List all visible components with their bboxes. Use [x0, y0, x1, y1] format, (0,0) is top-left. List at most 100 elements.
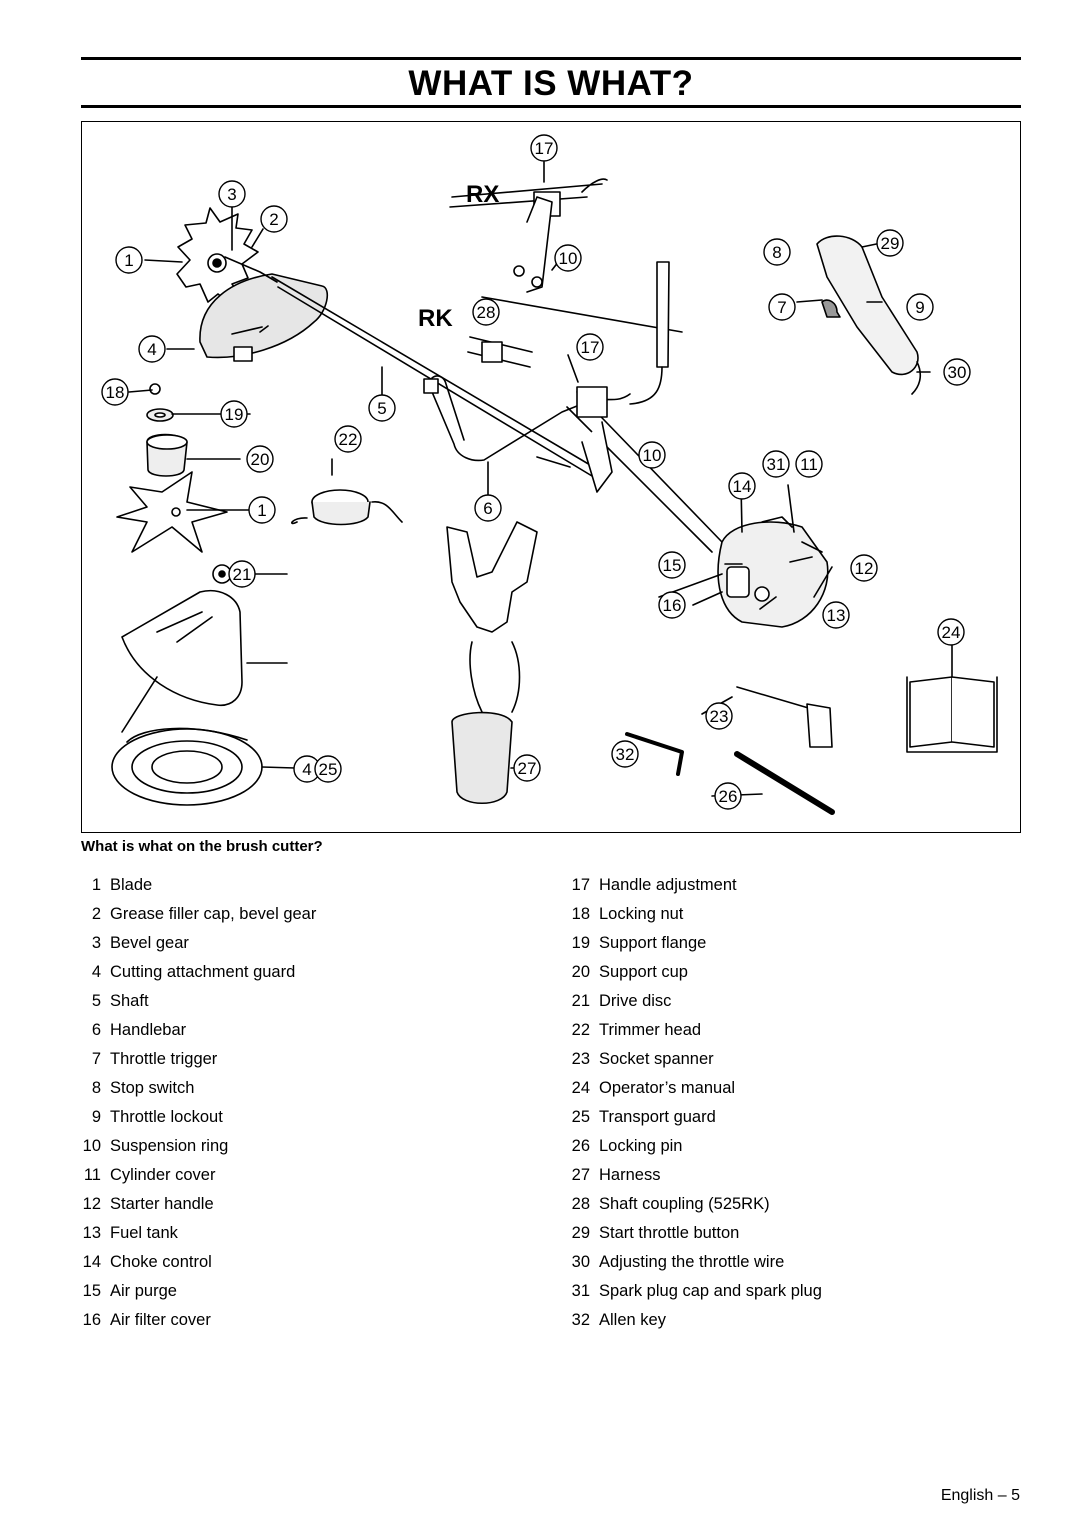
callout-circle	[228, 560, 256, 588]
callout-number: 1	[124, 251, 133, 270]
callout-6: 6	[474, 494, 502, 522]
parts-list-item: 13 Fuel tank	[81, 1223, 316, 1252]
callout-circle	[611, 740, 639, 768]
callout-number: 28	[477, 303, 496, 322]
part-number: 3	[91, 934, 101, 952]
callout-circle	[474, 494, 502, 522]
callout-14: 14	[728, 472, 756, 500]
callout-27: 27	[513, 754, 541, 782]
part-label: Trimmer head	[599, 1021, 702, 1039]
title-underline	[81, 105, 1021, 108]
part-label: Socket spanner	[599, 1050, 714, 1068]
parts-list-item: 23 Socket spanner	[563, 1049, 822, 1078]
callout-25: 25	[314, 755, 342, 783]
callout-circle	[576, 333, 604, 361]
callout-32: 32	[611, 740, 639, 768]
callout-number: 30	[948, 363, 967, 382]
part-number: 22	[571, 1021, 590, 1039]
callout-circle	[248, 496, 276, 524]
part-label: Suspension ring	[110, 1137, 229, 1155]
part-label: Cutting attachment guard	[110, 963, 296, 981]
callout-7: 7	[768, 293, 796, 321]
part-number: 7	[91, 1050, 101, 1068]
part-number: 30	[571, 1253, 590, 1271]
part-label: Air filter cover	[110, 1311, 211, 1329]
callout-number: 19	[225, 405, 244, 424]
page-footer: English – 5	[940, 1487, 1020, 1504]
handlebar-drawing	[426, 379, 631, 462]
part-number: 5	[91, 992, 101, 1010]
part-number: 1	[91, 876, 101, 894]
callout-circle	[115, 246, 143, 274]
callout-16: 16	[658, 591, 686, 619]
part-number: 13	[82, 1224, 101, 1242]
part-number: 20	[571, 963, 590, 981]
part-label: Adjusting the throttle wire	[599, 1253, 785, 1271]
callout-circle	[260, 205, 288, 233]
part-number: 9	[91, 1108, 101, 1126]
callout-17: 17	[576, 333, 604, 361]
part-number: 21	[571, 992, 590, 1010]
harness-bag-drawing	[451, 711, 513, 804]
part-label: Air purge	[110, 1282, 177, 1300]
part-number: 16	[82, 1311, 101, 1329]
callout-number: 32	[616, 745, 635, 764]
part-label: Starter handle	[110, 1195, 214, 1213]
callout-circle	[218, 180, 246, 208]
callout-1: 1	[248, 496, 276, 524]
callout-circle	[728, 472, 756, 500]
part-number: 32	[571, 1311, 590, 1329]
callout-13: 13	[822, 601, 850, 629]
callout-4: 4	[138, 335, 166, 363]
part-number: 11	[83, 1166, 101, 1184]
parts-list-item: 5 Shaft	[81, 991, 316, 1020]
part-label: Blade	[110, 876, 153, 894]
parts-list-item: 19 Support flange	[563, 933, 822, 962]
part-number: 2	[91, 905, 101, 923]
callout-number: 18	[106, 383, 125, 402]
callout-circle	[937, 618, 965, 646]
part-number: 23	[571, 1050, 590, 1068]
callout-number: 11	[800, 455, 818, 474]
callout-circle	[906, 293, 934, 321]
throttle-handle-drawing	[816, 235, 919, 376]
part-label: Fuel tank	[110, 1224, 178, 1242]
callout-number: 20	[251, 450, 270, 469]
callout-3: 3	[218, 180, 246, 208]
part-label: Shaft	[110, 992, 149, 1010]
part-label: Choke control	[110, 1253, 212, 1271]
callout-circle	[138, 335, 166, 363]
callout-circle	[368, 394, 396, 422]
callout-circle	[554, 244, 582, 272]
callout-number: 1	[257, 501, 266, 520]
part-number: 14	[82, 1253, 101, 1271]
guard-drawing-lower	[121, 590, 243, 707]
callout-number: 4	[147, 340, 156, 359]
callout-number: 29	[881, 234, 900, 253]
callout-number: 12	[855, 559, 874, 578]
part-number: 19	[571, 934, 590, 952]
callout-26: 26	[714, 782, 742, 810]
callout-circle	[795, 450, 823, 478]
callout-circle	[714, 782, 742, 810]
callout-number: 7	[777, 298, 786, 317]
callout-18: 18	[101, 378, 129, 406]
page-title: WHAT IS WHAT?	[408, 64, 694, 103]
callout-30: 30	[943, 358, 971, 386]
callout-number: 3	[227, 185, 236, 204]
callout-number: 6	[483, 499, 492, 518]
part-label: Spark plug cap and spark plug	[599, 1282, 822, 1300]
part-label: Shaft coupling (525RK)	[599, 1195, 770, 1213]
part-label: Support flange	[599, 934, 707, 952]
callout-circle	[530, 134, 558, 162]
